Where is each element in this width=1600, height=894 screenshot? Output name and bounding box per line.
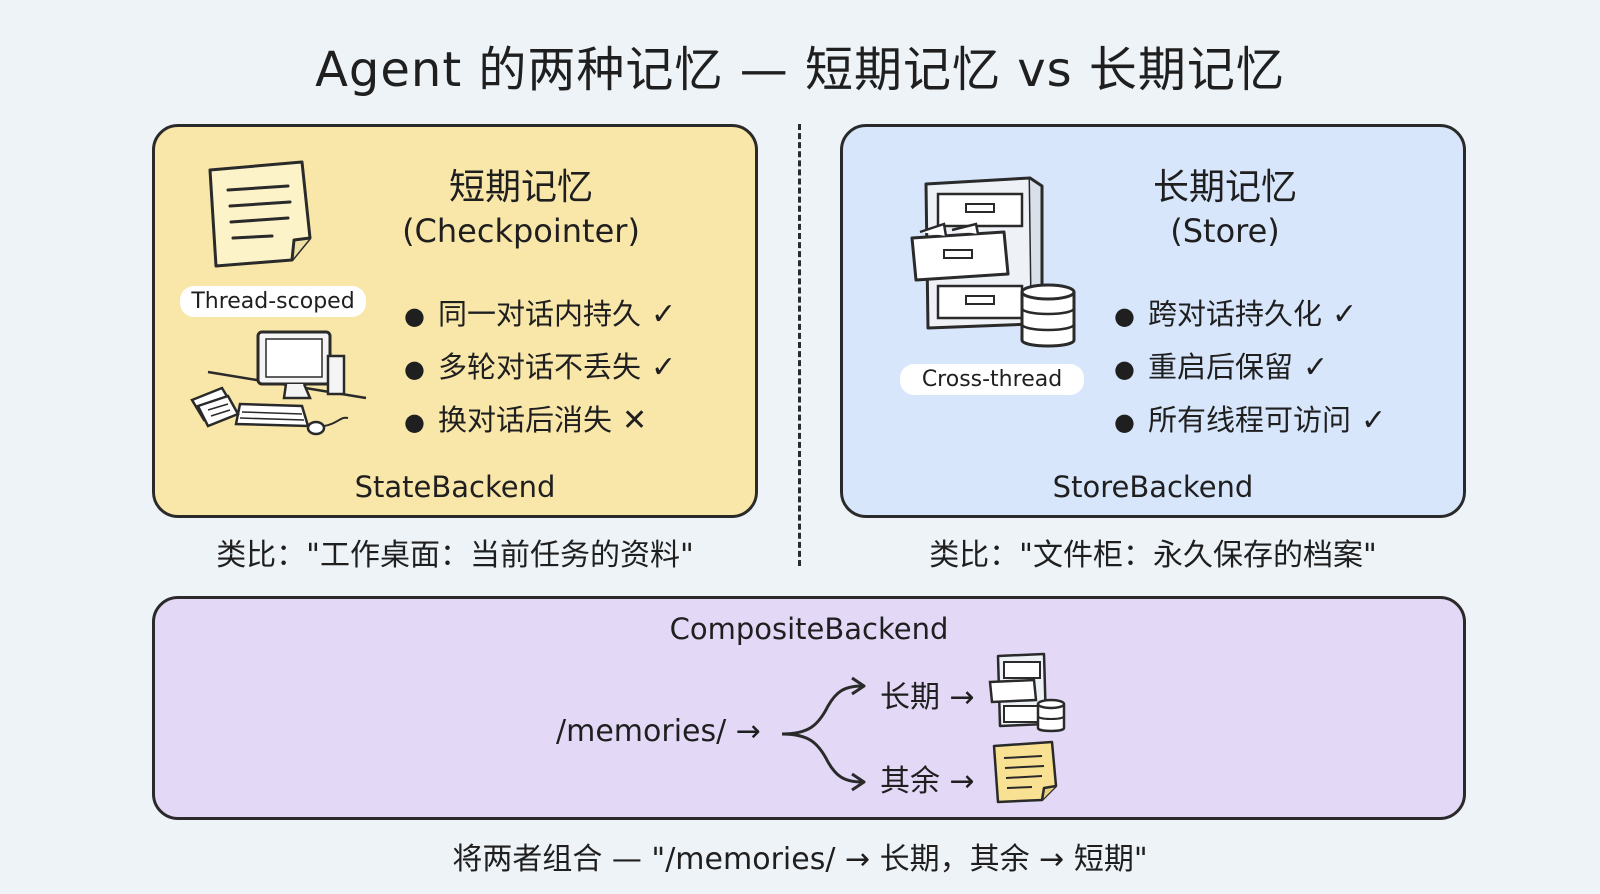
long-term-bullets: ●跨对话持久化✓ ●重启后保留✓ ●所有线程可访问✓ <box>1114 288 1444 447</box>
footer-summary: 将两者组合 — "/memories/ → 长期，其余 → 短期" <box>452 842 1148 877</box>
branch-arrow-icon <box>781 676 866 792</box>
bullet-text: 重启后保留 <box>1148 350 1294 384</box>
cross-thread-tag: Cross-thread <box>900 364 1084 395</box>
check-icon: ✓ <box>651 350 677 385</box>
database-icon <box>1020 283 1076 348</box>
bullet-text: 换对话后消失 <box>438 403 613 437</box>
composite-panel <box>152 596 1466 820</box>
list-item: ●多轮对话不丢失✓ <box>404 350 677 385</box>
page-title: Agent 的两种记忆 — 短期记忆 vs 长期记忆 <box>315 42 1285 98</box>
route-long-term-label: 长期 → <box>880 680 975 715</box>
bullet-text: 所有线程可访问 <box>1148 403 1352 437</box>
sticky-note-icon <box>992 740 1058 804</box>
cross-icon: ✕ <box>622 403 648 438</box>
check-icon: ✓ <box>1332 297 1358 332</box>
memories-path-label: /memories/ → <box>556 714 761 749</box>
check-icon: ✓ <box>1303 350 1329 385</box>
list-item: ●跨对话持久化✓ <box>1114 297 1358 332</box>
list-item: ●换对话后消失✕ <box>404 403 648 438</box>
desktop-computer-icon <box>190 330 367 436</box>
bullet-text: 多轮对话不丢失 <box>438 350 642 384</box>
bullet-text: 同一对话内持久 <box>438 297 642 331</box>
short-term-bullets: ●同一对话内持久✓ ●多轮对话不丢失✓ ●换对话后消失✕ <box>404 288 724 447</box>
long-term-title: 长期记忆 <box>1152 167 1297 208</box>
sticky-note-icon <box>208 160 312 268</box>
list-item: ●重启后保留✓ <box>1114 350 1329 385</box>
composite-backend-label: CompositeBackend <box>669 612 949 646</box>
short-term-title: 短期记忆 <box>448 167 593 208</box>
list-item: ●同一对话内持久✓ <box>404 297 677 332</box>
long-term-analogy: 类比："文件柜：永久保存的档案" <box>929 538 1377 573</box>
list-item: ●所有线程可访问✓ <box>1114 403 1387 438</box>
short-term-subtitle: (Checkpointer) <box>402 212 640 250</box>
filing-cabinet-icon <box>988 652 1048 728</box>
bullet-text: 跨对话持久化 <box>1148 297 1323 331</box>
route-rest-label: 其余 → <box>880 764 975 799</box>
long-term-subtitle: (Store) <box>1170 212 1280 250</box>
check-icon: ✓ <box>1361 403 1387 438</box>
check-icon: ✓ <box>651 297 677 332</box>
panel-divider <box>798 124 801 566</box>
state-backend-label: StateBackend <box>354 470 556 504</box>
short-term-analogy: 类比："工作桌面：当前任务的资料" <box>216 538 694 573</box>
thread-scoped-tag: Thread-scoped <box>180 286 366 317</box>
store-backend-label: StoreBackend <box>1052 470 1254 504</box>
database-icon <box>1036 698 1066 733</box>
